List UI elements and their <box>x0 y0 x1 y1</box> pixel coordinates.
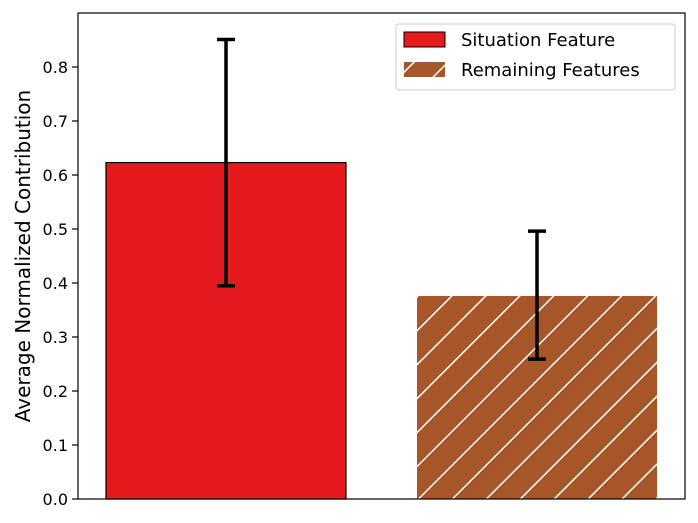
y-tick-label: 0.2 <box>43 382 68 401</box>
legend-swatch <box>404 62 445 77</box>
plot-area-frame <box>77 12 686 500</box>
y-tick-label: 0.6 <box>43 166 68 185</box>
legend-box <box>395 23 676 91</box>
y-tick-label: 0.1 <box>43 436 68 455</box>
y-tick-label: 0.4 <box>43 274 68 293</box>
y-tick-label: 0.8 <box>43 58 68 77</box>
y-tick-label: 0.7 <box>43 112 68 131</box>
y-tick-label: 0.0 <box>43 490 68 509</box>
legend-swatch <box>403 31 446 48</box>
legend-label: Situation Feature <box>461 30 615 51</box>
y-tick-label: 0.5 <box>43 220 68 239</box>
y-tick-label: 0.3 <box>43 328 68 347</box>
y-axis-label: Average Normalized Contribution <box>11 90 35 422</box>
bars-layer <box>105 161 657 500</box>
error-bars-layer <box>217 37 546 361</box>
y-axis: 0.0 0.1 0.2 0.3 0.4 0.5 0.6 0.7 0.8 <box>43 58 78 509</box>
legend-label: Remaining Features <box>461 60 640 81</box>
